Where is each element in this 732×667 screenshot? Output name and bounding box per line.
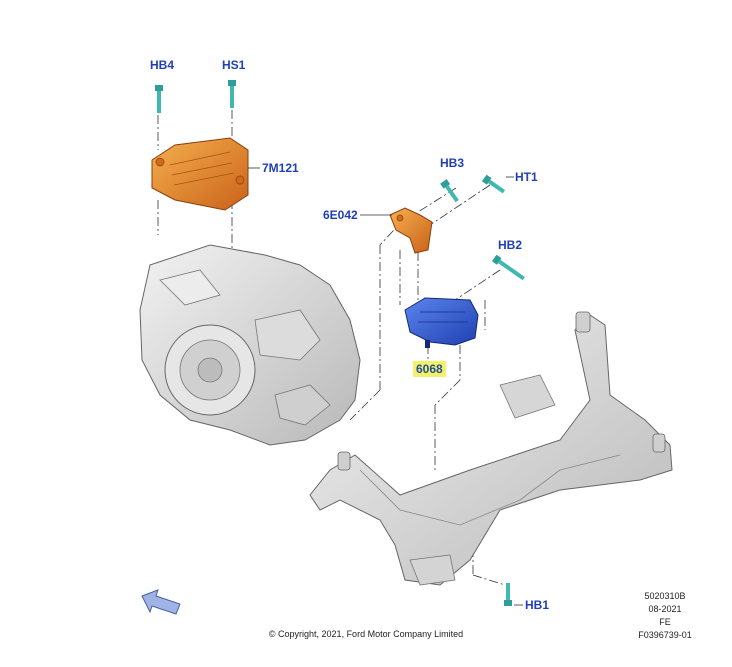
bolt-hs1 [228, 80, 236, 108]
callout-hs1[interactable]: HS1 [222, 58, 246, 72]
leader-lines [248, 167, 523, 606]
callout-hb1[interactable]: HB1 [525, 598, 550, 612]
region-code: FE [659, 617, 671, 627]
callout-ht1[interactable]: HT1 [515, 170, 538, 184]
bolt-hb2 [491, 254, 525, 281]
callout-hb4[interactable]: HB4 [150, 58, 175, 72]
bolt-hb1 [504, 583, 512, 606]
copyright-notice: © Copyright, 2021, Ford Motor Company Li… [268, 629, 464, 639]
callout-6068[interactable]: 6068 [413, 361, 446, 377]
transmission-assembly [139, 244, 361, 446]
callout-6e042[interactable]: 6E042 [323, 208, 358, 222]
bolt-ht1 [481, 174, 506, 194]
upper-mount-7m121 [151, 137, 249, 211]
callout-hb3[interactable]: HB3 [440, 156, 465, 170]
callout-hb2[interactable]: HB2 [498, 238, 523, 252]
callout-7m121[interactable]: 7M121 [262, 161, 299, 175]
mount-6068 [404, 297, 479, 348]
bracket-6e042 [389, 207, 433, 254]
bolt-hb4 [155, 85, 163, 113]
bolt-hb3 [440, 179, 459, 203]
front-subframe [309, 311, 673, 586]
figure-number: F0396739-01 [638, 630, 692, 640]
front-direction-arrow-icon [141, 589, 181, 615]
reference-number: 5020310B [644, 591, 686, 601]
revision-date: 08-2021 [648, 604, 682, 614]
